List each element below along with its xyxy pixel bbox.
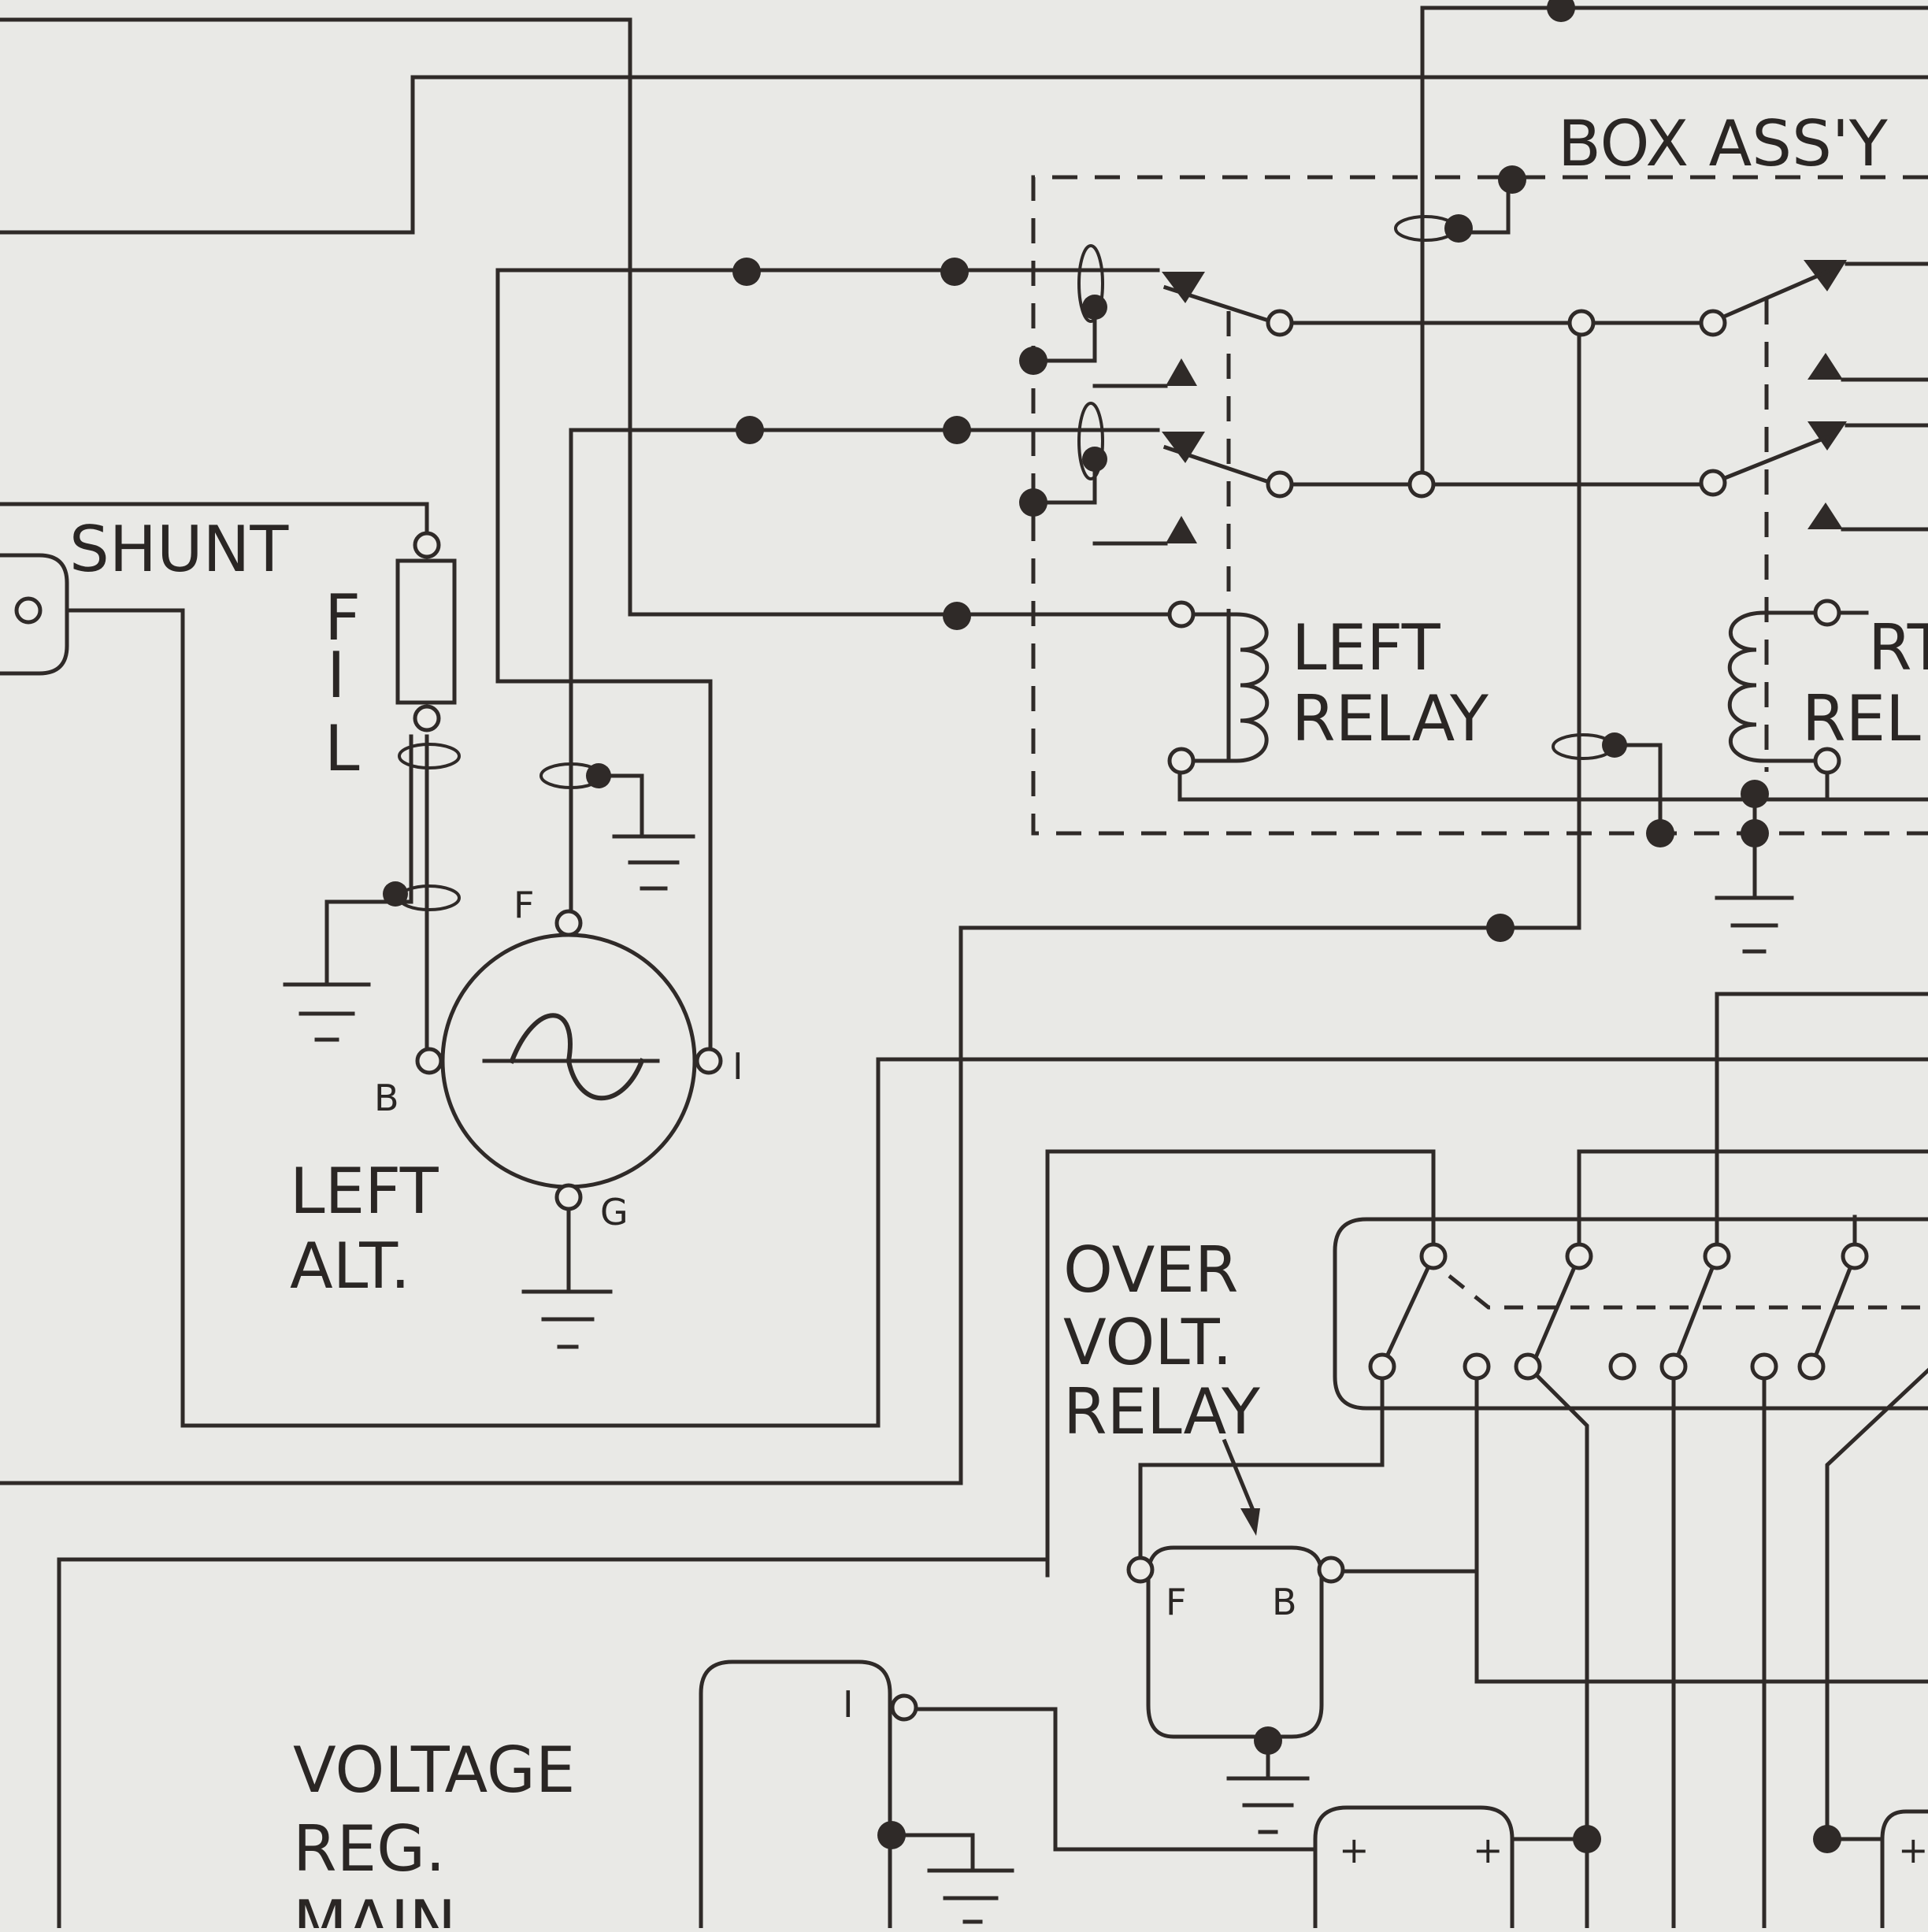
alt-f-terminal-label: F bbox=[514, 884, 534, 926]
alt-b-terminal-label: B bbox=[374, 1077, 399, 1119]
rt-relay-label-2: REL bbox=[1802, 682, 1921, 755]
rt-relay-label-1: RT bbox=[1868, 611, 1928, 684]
box-assembly-label: BOX ASS'Y bbox=[1558, 107, 1889, 180]
left-alt-label-2: ALT. bbox=[290, 1229, 410, 1303]
right-relay-contacts bbox=[1710, 260, 1928, 532]
battery-boxes bbox=[1313, 1805, 1928, 1930]
wires bbox=[0, 6, 1928, 1930]
ovr-b-terminal-label: B bbox=[1272, 1581, 1297, 1623]
over-volt-label-1: OVER bbox=[1063, 1233, 1238, 1307]
battery-plus-3: + bbox=[1898, 1829, 1928, 1871]
over-volt-label-3: RELAY bbox=[1063, 1375, 1261, 1448]
alt-i-terminal-label: I bbox=[732, 1045, 743, 1088]
fil-i-label: I bbox=[327, 639, 346, 712]
over-volt-label-2: VOLT. bbox=[1063, 1306, 1233, 1379]
voltage-reg-label-3: MAIN bbox=[293, 1887, 456, 1928]
battery-plus-1: + bbox=[1339, 1829, 1370, 1871]
left-relay-label-2: RELAY bbox=[1292, 682, 1489, 755]
over-volt-relay-block bbox=[1146, 1217, 1928, 1781]
left-relay-contacts bbox=[1031, 244, 1279, 546]
labels: BOX ASS'Y SHUNT F I L F B I G LEFT ALT. … bbox=[69, 107, 1928, 1932]
voltage-reg-label-1: VOLTAGE bbox=[293, 1734, 575, 1807]
box-assembly-outline bbox=[1031, 175, 1928, 836]
shunt bbox=[0, 553, 457, 987]
shunt-label: SHUNT bbox=[69, 513, 289, 586]
battery-plus-2: + bbox=[1473, 1829, 1503, 1871]
voltage-reg-label-2: REG. bbox=[293, 1812, 446, 1886]
left-relay-coil bbox=[1179, 612, 1270, 763]
terminals bbox=[14, 309, 1869, 1722]
ovr-f-terminal-label: F bbox=[1166, 1581, 1186, 1623]
left-alternator bbox=[440, 933, 697, 1294]
right-relay-coil bbox=[1727, 610, 1830, 763]
left-alt-label-1: LEFT bbox=[290, 1155, 439, 1228]
voltage-regulator bbox=[699, 1659, 894, 1930]
ground-symbols bbox=[283, 177, 1794, 1924]
voltage-reg-i-label: I bbox=[843, 1683, 854, 1726]
left-relay-label-1: LEFT bbox=[1292, 611, 1441, 684]
fil-f-label: F bbox=[324, 581, 361, 655]
alt-g-terminal-label: G bbox=[600, 1191, 628, 1233]
junction-dots bbox=[383, 0, 1841, 1853]
fil-l-label: L bbox=[324, 712, 360, 785]
